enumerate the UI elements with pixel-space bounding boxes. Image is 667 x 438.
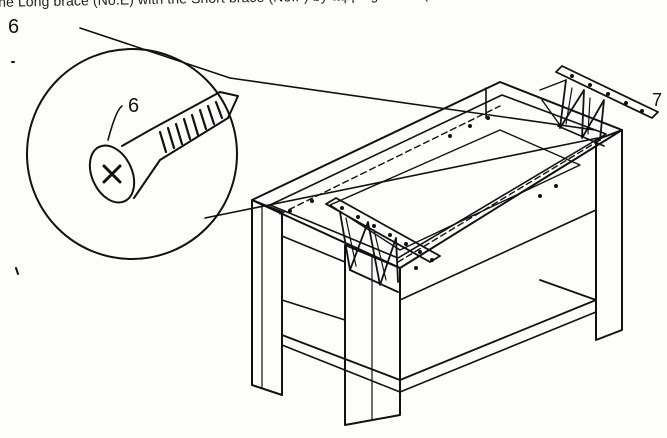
frame-screw-holes bbox=[288, 116, 558, 270]
print-speck bbox=[11, 61, 19, 275]
screw-callout-circle bbox=[26, 27, 599, 260]
front-brace-assembly bbox=[325, 197, 441, 293]
screw-part-number: 6 bbox=[128, 95, 139, 117]
rear-brace-assembly bbox=[539, 65, 659, 147]
edge-part-number: 7 bbox=[652, 90, 662, 110]
tapping-screw-icon bbox=[88, 91, 239, 204]
step-number: 6 bbox=[8, 16, 20, 38]
